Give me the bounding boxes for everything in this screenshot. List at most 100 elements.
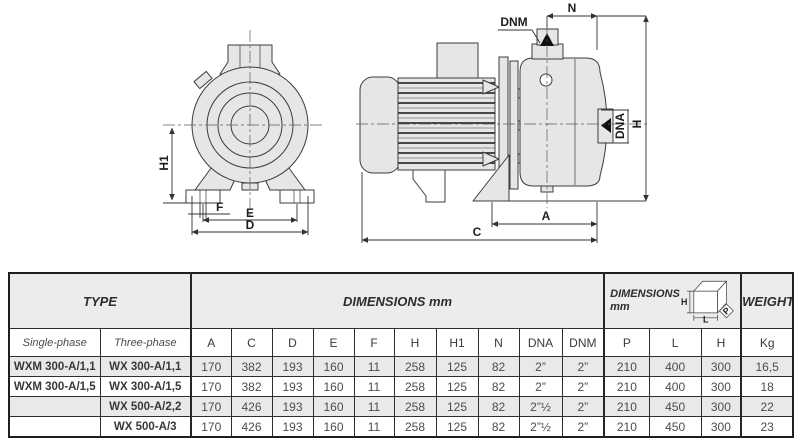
table-cell: 210 (603, 416, 650, 438)
table-cell: 426 (230, 396, 273, 417)
col-header-a: A (190, 328, 232, 357)
col-header-c: C (230, 328, 273, 357)
col-header-kg: Kg (740, 328, 794, 357)
col-header-e: E (312, 328, 355, 357)
table-column-header-row: Single-phase Three-phase A C D E F H H1 … (8, 328, 794, 357)
table-cell: 382 (230, 356, 273, 377)
table-cell: 210 (603, 376, 650, 397)
table-cell (8, 396, 101, 417)
table-cell: 2” (561, 396, 605, 417)
table-cell: 160 (312, 356, 355, 377)
col-header-h1: H1 (435, 328, 479, 357)
table-cell (8, 416, 101, 438)
table-cell: 82 (477, 376, 520, 397)
table-cell: 125 (435, 396, 479, 417)
table-cell: 450 (648, 396, 702, 417)
table-cell: 300 (700, 376, 742, 397)
table-cell: 2” (518, 376, 563, 397)
col-header-d: D (271, 328, 314, 357)
col-header-three-phase: Three-phase (99, 328, 192, 357)
terminal-box (436, 42, 479, 79)
table-cell: 160 (312, 396, 355, 417)
group-header-pack-dimensions: DIMENSIONS mm (603, 272, 742, 329)
dim-label-e: E (246, 206, 254, 220)
table-cell: WXM 300-A/1,5 (8, 376, 101, 397)
table-cell: 258 (393, 416, 437, 438)
foot-right (279, 189, 315, 204)
table-cell: 2” (561, 356, 605, 377)
box-icon-l-label: L (703, 315, 709, 324)
table-cell: 300 (700, 416, 742, 438)
pump-body (519, 57, 608, 187)
table-cell: 2” (561, 416, 605, 438)
col-header-p: P (603, 328, 650, 357)
dim-label-d: D (246, 218, 255, 232)
table-cell: 170 (190, 416, 232, 438)
table-cell: WX 300-A/1,5 (99, 376, 192, 397)
pump-front-view: H1 F E D (157, 30, 322, 235)
foot-left (185, 189, 221, 204)
table-cell: 125 (435, 416, 479, 438)
table-cell: 82 (477, 396, 520, 417)
motor-end-cap (359, 76, 401, 174)
col-header-n: N (477, 328, 520, 357)
dim-label-h1: H1 (157, 155, 171, 171)
table-cell: 2” (518, 356, 563, 377)
table-cell: 125 (435, 356, 479, 377)
dna-flow-arrow (601, 118, 611, 133)
dim-label-f: F (216, 200, 223, 214)
table-cell: 193 (271, 376, 314, 397)
dim-label-a: A (542, 209, 551, 223)
table-cell: 2”½ (518, 396, 563, 417)
table-cell: 193 (271, 416, 314, 438)
table-cell: 170 (190, 356, 232, 377)
col-header-dnm: DNM (561, 328, 605, 357)
col-header-l: L (648, 328, 702, 357)
table-cell: WX 500-A/2,2 (99, 396, 192, 417)
pump-side-view: N H DNM DNA A C (356, 1, 650, 243)
group-header-weight: WEIGHT (740, 272, 794, 329)
table-cell: 258 (393, 356, 437, 377)
pack-dimensions-label: DIMENSIONS mm (610, 288, 680, 314)
priming-plug-side (539, 73, 553, 87)
table-cell: 82 (477, 416, 520, 438)
col-header-h: H (393, 328, 437, 357)
priming-plug-front (193, 70, 213, 90)
table-cell: 400 (648, 376, 702, 397)
table-cell: WXM 300-A/1,1 (8, 356, 101, 377)
pack-dimensions-line1: DIMENSIONS (610, 287, 680, 300)
table-cell: 82 (477, 356, 520, 377)
table-cell: WX 300-A/1,1 (99, 356, 192, 377)
table-cell: 426 (230, 416, 273, 438)
box-icon-h-label: H (681, 297, 687, 307)
col-header-pack-h: H (700, 328, 742, 357)
technical-drawings: H1 F E D (157, 1, 650, 243)
table-cell: 2”½ (518, 416, 563, 438)
group-header-type: TYPE (8, 272, 192, 329)
table-cell: 382 (230, 376, 273, 397)
motor-leg (412, 169, 446, 203)
dim-label-c: C (473, 225, 482, 239)
dim-label-h: H (630, 120, 644, 129)
table-cell: 23 (740, 416, 794, 438)
table-group-header-row: TYPE DIMENSIONS mm DIMENSIONS mm (8, 272, 794, 329)
table-cell: 258 (393, 376, 437, 397)
dim-label-dna: DNA (613, 113, 627, 139)
table-cell: 16,5 (740, 356, 794, 377)
table-cell: 11 (353, 396, 395, 417)
table-cell: 18 (740, 376, 794, 397)
table-cell: 450 (648, 416, 702, 438)
table-cell: 2” (561, 376, 605, 397)
table-cell: 11 (353, 416, 395, 438)
package-box-icon: H L P (681, 280, 734, 324)
table-cell: 300 (700, 356, 742, 377)
table-cell: 170 (190, 396, 232, 417)
pack-dimensions-line2: mm (610, 301, 630, 313)
table-cell: 210 (603, 396, 650, 417)
